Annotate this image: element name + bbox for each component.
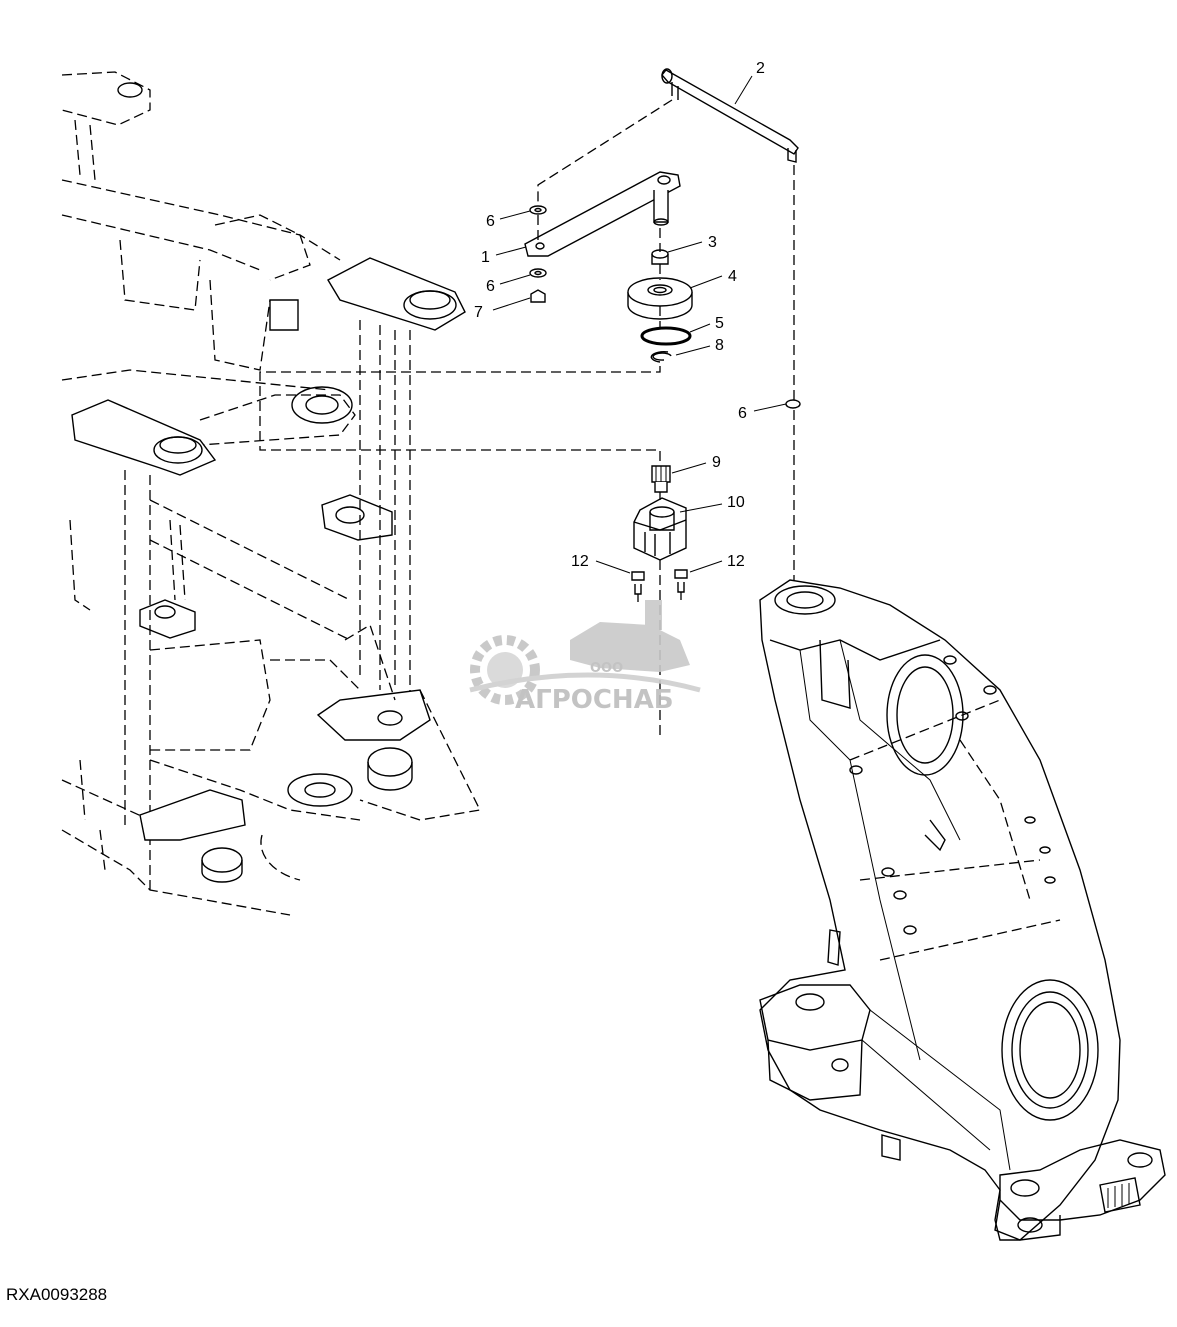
oring-part-5	[640, 326, 692, 346]
callout-7: 7	[474, 304, 483, 321]
tractor-frame	[61, 71, 481, 916]
watermark-logo: ООО АГРОСНАБ	[469, 600, 701, 715]
callout-6-right: 6	[738, 405, 747, 422]
callout-6-mid: 6	[486, 278, 495, 295]
watermark-prefix: ООО	[590, 661, 623, 676]
callout-5: 5	[715, 315, 724, 332]
axle-housing	[759, 579, 1166, 1241]
bearing-part-4	[627, 277, 693, 320]
callout-12-left: 12	[571, 553, 589, 570]
callout-2: 2	[756, 60, 765, 77]
callouts: 2 6 1 3 6 4 7 5 8 6 9 10 12 12	[474, 60, 787, 574]
snap-ring-part-8	[650, 351, 672, 363]
screws-part-12	[631, 569, 688, 595]
arm-part-1	[524, 171, 681, 257]
callout-12-right: 12	[727, 553, 745, 570]
callout-8: 8	[715, 337, 724, 354]
callout-9: 9	[712, 454, 721, 471]
sensor-housing-part-10	[633, 497, 687, 561]
sensor-shaft-part-9	[651, 465, 671, 493]
callout-1: 1	[481, 249, 490, 266]
watermark-brand: АГРОСНАБ	[515, 685, 674, 715]
callout-3: 3	[708, 234, 717, 251]
callout-4: 4	[728, 268, 737, 285]
reference-code: RXA0093288	[6, 1285, 108, 1304]
shaft-part-2	[661, 68, 799, 163]
callout-6-top: 6	[486, 213, 495, 230]
callout-10: 10	[727, 494, 745, 511]
